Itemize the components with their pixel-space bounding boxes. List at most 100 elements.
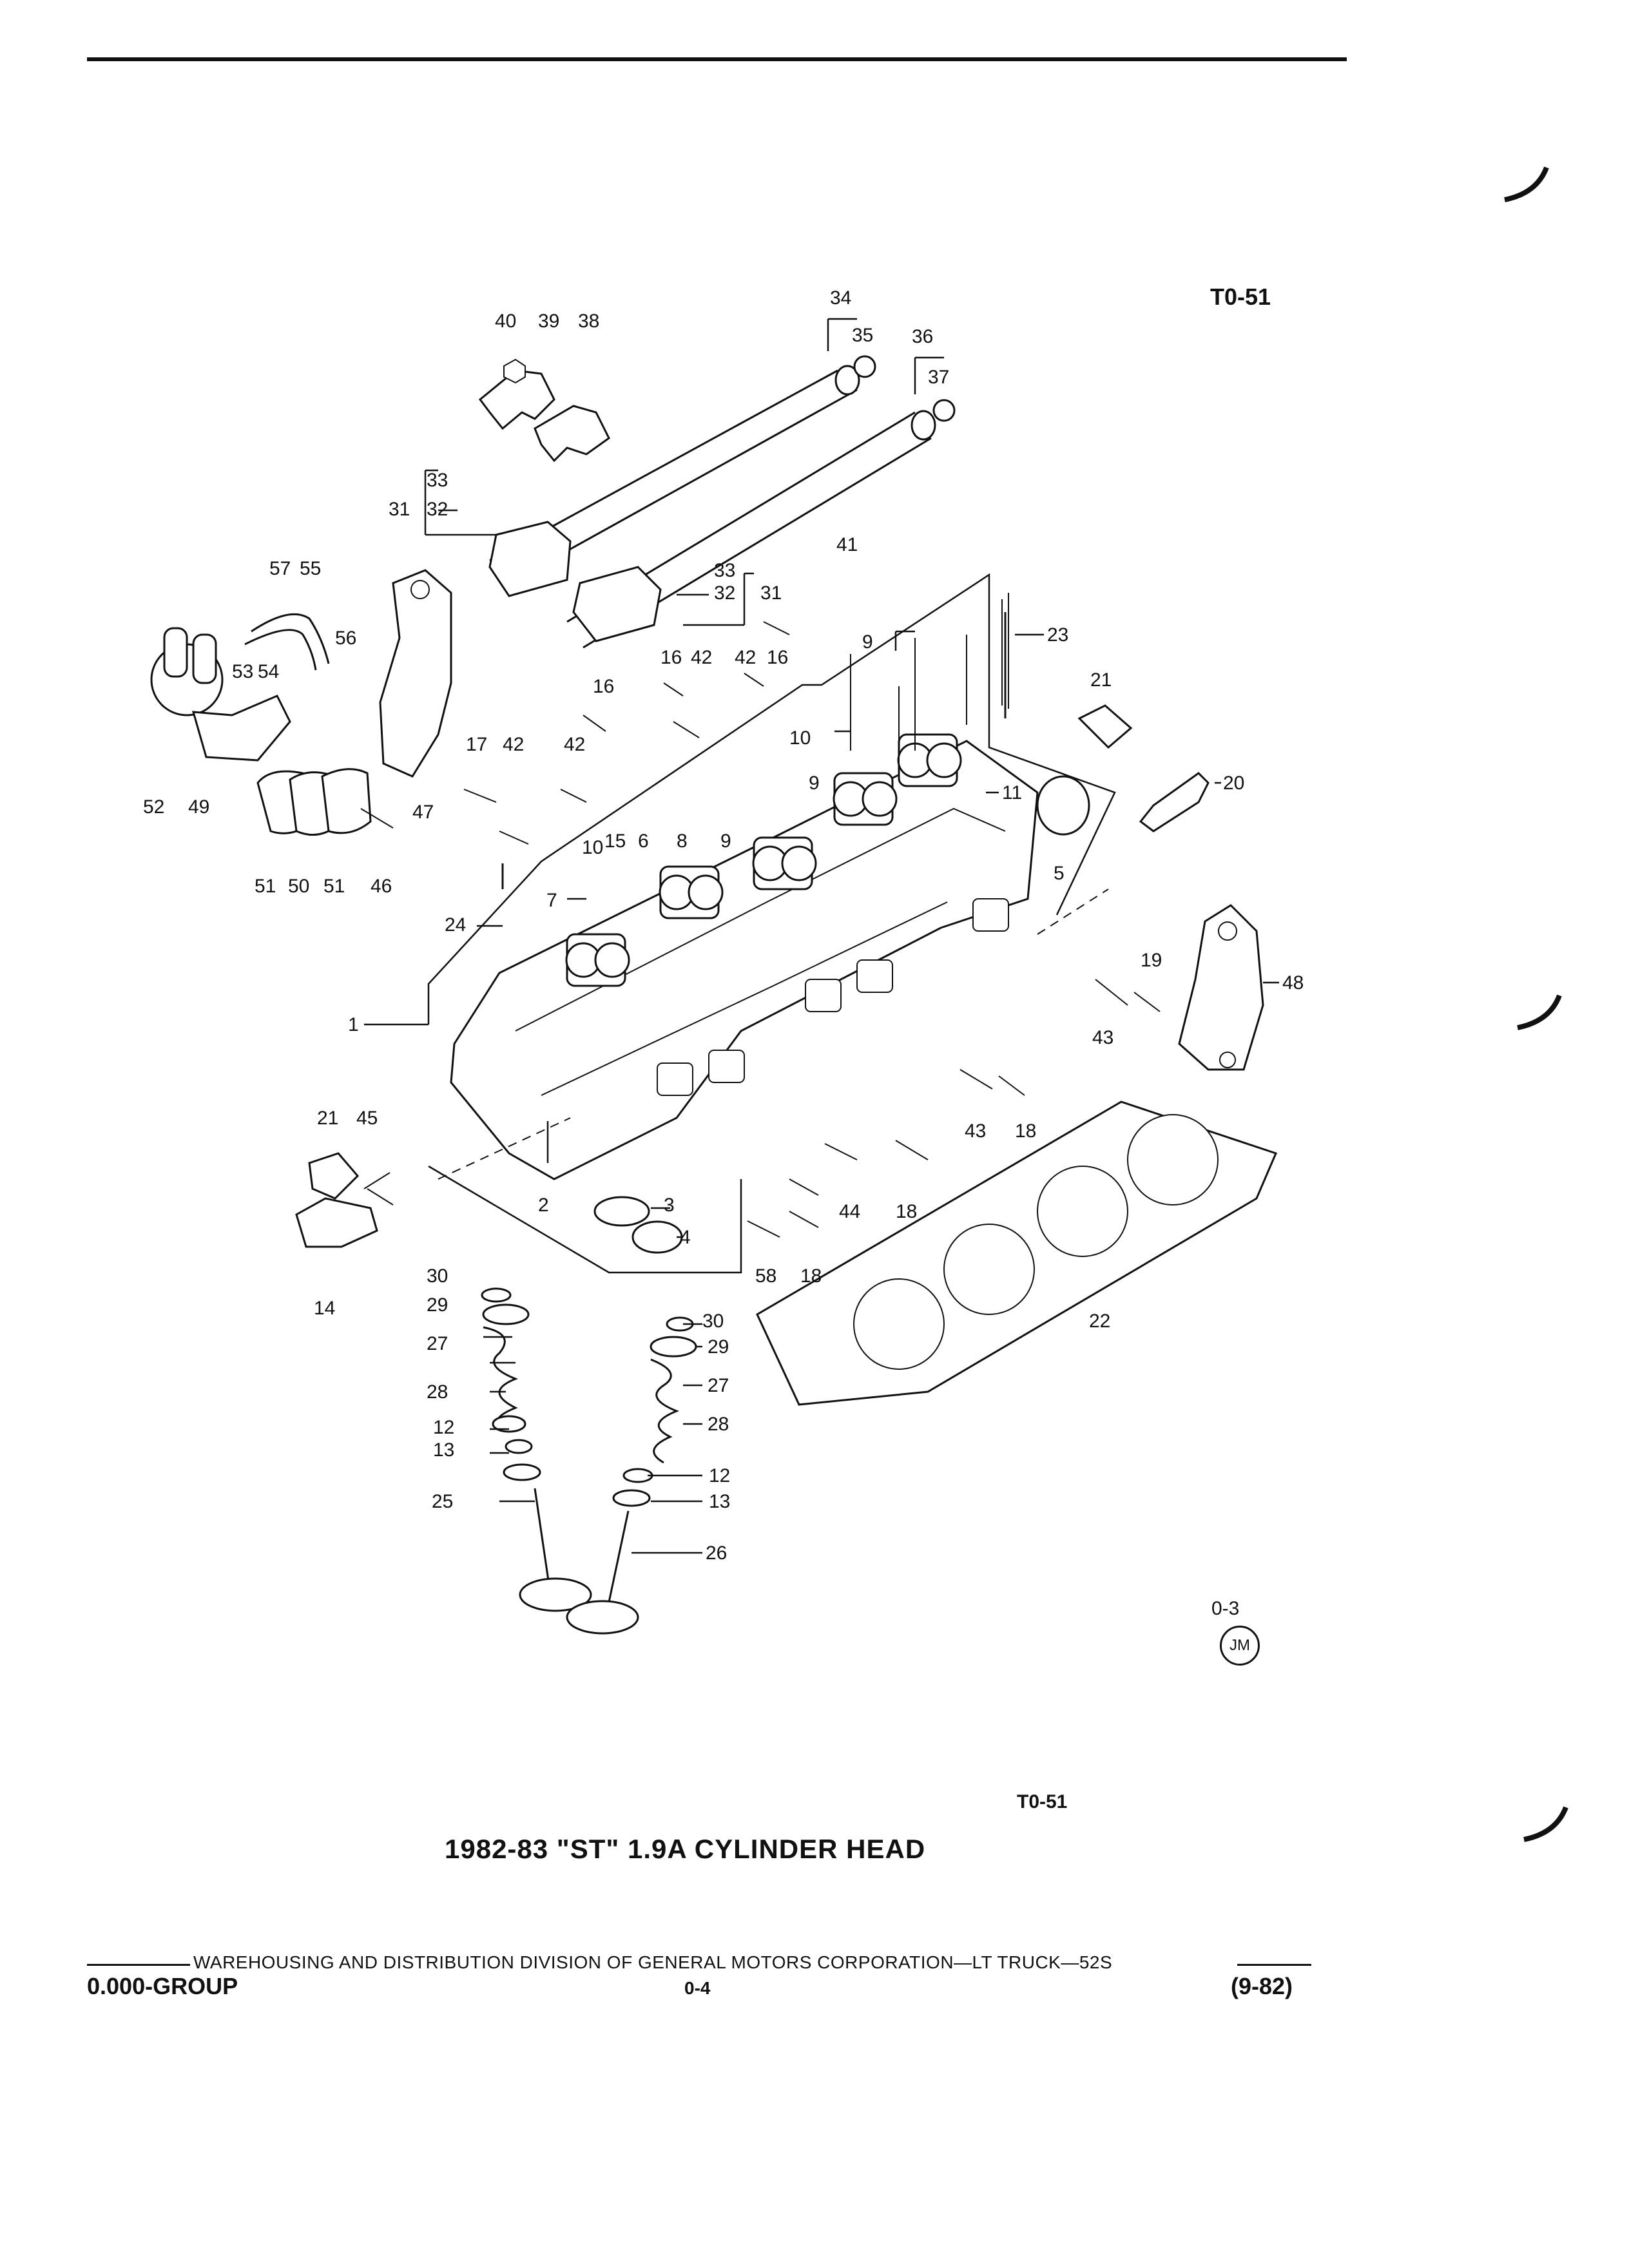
callout-52: 52 [143, 796, 164, 818]
head-gasket-22 [756, 1100, 1278, 1406]
callout-33b: 33 [714, 560, 735, 581]
callout-51b: 51 [323, 876, 345, 897]
callout-9b: 9 [809, 773, 820, 794]
callout-46: 46 [371, 876, 392, 897]
rocker-bracket-31-right [572, 566, 662, 642]
projection-line [1037, 889, 1109, 935]
plug-21-right [1077, 704, 1133, 749]
callout-14: 14 [314, 1298, 335, 1319]
callout-35: 35 [852, 325, 873, 346]
callout-16c: 16 [593, 676, 614, 697]
callout-41: 41 [836, 534, 858, 555]
callout-42d: 42 [564, 734, 585, 755]
footer-publisher-line: WAREHOUSING AND DISTRIBUTION DIVISION OF… [193, 1952, 1113, 1972]
nut-40 [503, 358, 526, 384]
callout-49: 49 [188, 796, 209, 818]
callout-7: 7 [546, 890, 557, 911]
callout-5: 5 [1054, 863, 1065, 884]
callout-18a: 18 [1015, 1120, 1036, 1142]
callout-51a: 51 [255, 876, 276, 897]
callout-48: 48 [1282, 972, 1304, 994]
cylinder-head-1 [450, 733, 1039, 1180]
callout-9c: 9 [862, 631, 873, 653]
callout-31b: 31 [760, 582, 782, 604]
callout-13a: 13 [433, 1439, 454, 1461]
callout-56: 56 [335, 628, 356, 649]
projection-line [438, 1117, 571, 1180]
bracket-38 [534, 405, 610, 463]
page-ref-sheet: 0-3 [1211, 1598, 1240, 1619]
callout-57: 57 [269, 558, 291, 579]
jm-badge: JM [1220, 1626, 1260, 1666]
studs [360, 621, 1161, 1238]
callout-54: 54 [258, 661, 279, 682]
callout-31a: 31 [389, 499, 410, 520]
callout-18c: 18 [800, 1265, 822, 1287]
callout-28b: 28 [708, 1414, 729, 1435]
callout-8: 8 [677, 831, 688, 852]
callout-55: 55 [300, 558, 321, 579]
leader-lines [364, 318, 1279, 1554]
callout-2: 2 [538, 1195, 549, 1216]
callout-26: 26 [706, 1542, 727, 1564]
callout-10b: 10 [789, 727, 811, 749]
callout-27b: 27 [708, 1375, 729, 1396]
spark-plug-20 [1139, 772, 1210, 832]
callout-11: 11 [1002, 782, 1022, 803]
callout-30b: 30 [702, 1311, 724, 1332]
callout-39: 39 [538, 311, 559, 332]
callout-24: 24 [445, 914, 466, 936]
callout-45: 45 [356, 1108, 378, 1129]
callout-21b: 21 [317, 1108, 338, 1129]
assembly-boundary-lower [428, 1165, 742, 1274]
pipe-14 [295, 1197, 378, 1248]
callout-15: 15 [604, 831, 626, 852]
top-rule [87, 57, 1347, 61]
callout-10a: 10 [582, 837, 603, 858]
callout-30a: 30 [427, 1265, 448, 1287]
valve-assembly-left [481, 1287, 592, 1612]
callout-13b: 13 [709, 1491, 730, 1512]
callout-22: 22 [1089, 1311, 1110, 1332]
callout-23: 23 [1047, 624, 1068, 646]
callout-47: 47 [412, 802, 434, 823]
callout-16a: 16 [660, 647, 682, 668]
valve-assembly-right [566, 1316, 697, 1635]
callout-58: 58 [755, 1265, 776, 1287]
callout-3: 3 [664, 1195, 675, 1216]
callout-29a: 29 [427, 1294, 448, 1316]
callout-40: 40 [495, 311, 516, 332]
callout-32a: 32 [427, 499, 448, 520]
callout-50: 50 [288, 876, 309, 897]
callout-21a: 21 [1090, 669, 1112, 691]
binding-mark-middle [1517, 994, 1562, 1030]
footer-rule-right [1237, 1964, 1311, 1966]
callout-42a: 42 [691, 647, 712, 668]
binding-mark-top [1504, 166, 1549, 202]
head-bolts [850, 593, 1009, 776]
callout-37: 37 [928, 367, 949, 388]
callout-32b: 32 [714, 582, 735, 604]
group-label: 0.000-GROUP [87, 1973, 238, 1999]
fuel-pump-assembly [150, 613, 330, 762]
callout-42b: 42 [735, 647, 756, 668]
page-number: 0-4 [684, 1978, 711, 1998]
callout-33a: 33 [427, 470, 448, 491]
callout-44: 44 [839, 1201, 860, 1222]
figure-code: T0-51 [1210, 284, 1271, 310]
callout-4: 4 [680, 1227, 691, 1248]
gasket-51-right [321, 768, 372, 834]
callout-25: 25 [432, 1491, 453, 1512]
callout-12b: 12 [709, 1465, 730, 1486]
callout-16b: 16 [767, 647, 788, 668]
callout-labels: 1 2 3 4 5 6 7 8 9 9 9 10 10 11 12 12 13 … [143, 287, 1304, 1564]
bracket-47 [379, 569, 452, 778]
bracket-48 [1178, 904, 1264, 1071]
caption-code: T0-51 [1017, 1791, 1068, 1812]
binding-mark-bottom [1523, 1806, 1568, 1842]
callout-17: 17 [466, 734, 487, 755]
callout-53: 53 [232, 661, 253, 682]
callout-29b: 29 [708, 1336, 729, 1358]
callout-27a: 27 [427, 1333, 448, 1354]
rocker-bracket-31-left [488, 521, 572, 597]
